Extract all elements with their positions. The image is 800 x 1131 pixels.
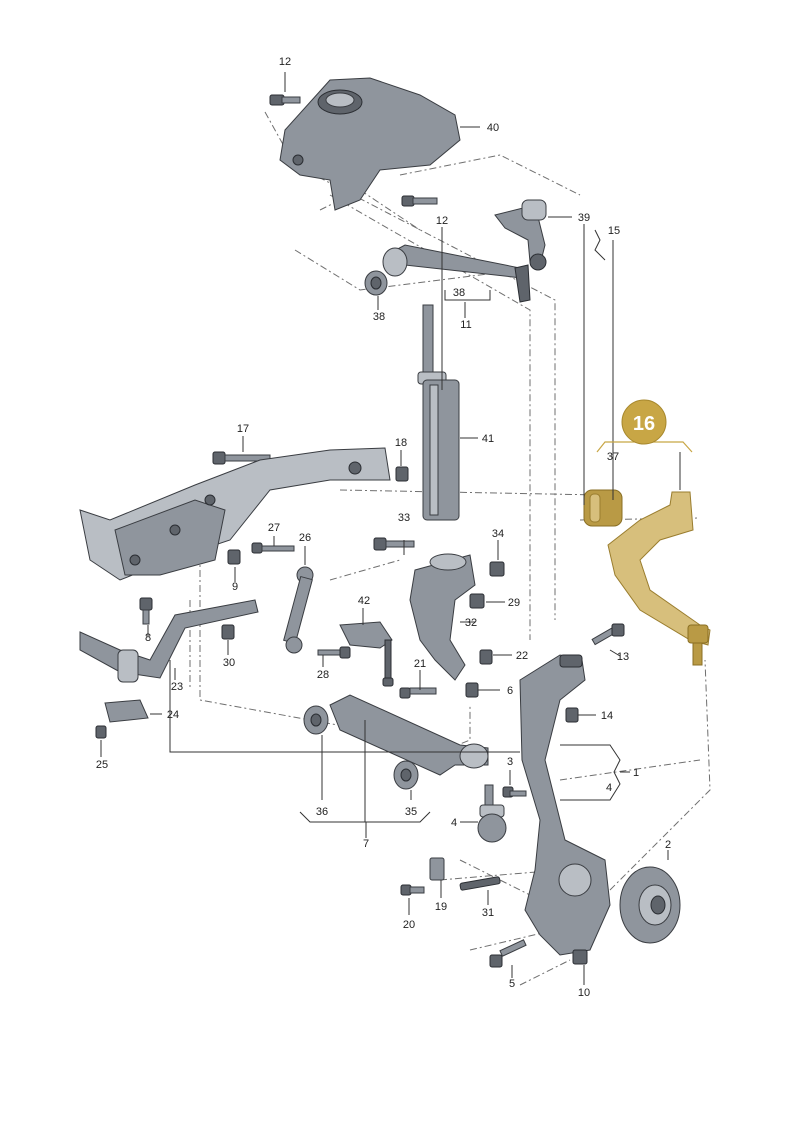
bolt-5 [489,939,527,968]
callout-25: 25 [96,759,108,771]
callout-26: 26 [299,532,311,544]
callout-13: 13 [617,651,629,663]
bolt-20 [400,884,425,896]
callout-37: 37 [607,451,619,463]
callout-19: 19 [435,901,447,913]
nut-14 [565,707,579,723]
nut-18 [395,466,409,482]
callout-15: 15 [608,225,620,237]
callout-8: 8 [145,632,151,644]
callout-12: 12 [436,215,448,227]
nut-6 [465,682,479,698]
wheel-bearing-housing [519,654,611,956]
callout-20: 20 [403,919,415,931]
bushing-25 [95,725,107,739]
callout-18: 18 [395,437,407,449]
callout-35: 35 [405,806,417,818]
callout-42: 42 [358,595,370,607]
nut-30 [221,624,235,640]
bolt-17 [212,451,271,465]
bushing-35 [393,760,419,790]
callout-38: 38 [373,311,385,323]
highlight-badge-16: 16 [621,399,667,445]
nut-9 [227,549,241,565]
stabiliser-bar-23 [79,599,259,683]
leader-lines [100,72,669,985]
fork-32 [409,553,476,681]
bolt-3 [502,786,527,798]
callout-41: 41 [482,433,494,445]
bushing-36 [303,705,329,735]
callout-6: 6 [507,685,513,697]
nut-34 [489,561,505,577]
coupling-rod-26 [283,566,314,654]
bolt-33 [373,537,415,551]
callout-31: 31 [482,907,494,919]
bolt-28 [317,646,351,659]
callout-23: 23 [171,681,183,693]
bolt-21 [399,687,437,699]
callout-38: 38 [453,287,465,299]
nut-22 [479,649,493,665]
callout-27: 27 [268,522,280,534]
wheel-hub-2 [619,866,681,944]
callout-4: 4 [451,817,457,829]
bolt-8 [139,597,153,625]
callout-5: 5 [509,978,515,990]
bolt-13 [591,623,625,646]
callout-labels: 12 40 12 39 15 38 11 38 41 17 18 37 33 2… [96,56,671,999]
callout-33: 33 [398,512,410,524]
subframe [79,447,391,581]
sensor-31 [459,876,501,891]
callout-10: 10 [578,987,590,999]
callout-24: 24 [167,709,179,721]
callout-29: 29 [508,597,520,609]
callout-4: 4 [606,782,612,794]
strut-mount [279,77,461,211]
callout-17: 17 [237,423,249,435]
clamp-24 [104,699,149,723]
callout-12: 12 [279,56,291,68]
callout-30: 30 [223,657,235,669]
ball-joint-4 [477,784,507,843]
callout-36: 36 [316,806,328,818]
callout-14: 14 [601,710,613,722]
callout-9: 9 [232,581,238,593]
callout-28: 28 [317,669,329,681]
callout-3: 3 [507,756,513,768]
lower-arm-7 [329,694,489,776]
bolt-12-mid [401,195,438,207]
callout-39: 39 [578,212,590,224]
upper-control-arm-11 [382,244,531,303]
bushing-38 [364,270,388,296]
callout-34: 34 [492,528,504,540]
bolt-12-top [269,94,301,106]
callout-2: 2 [665,839,671,851]
callout-22: 22 [516,650,528,662]
nut-29 [469,593,485,609]
bracket-19 [429,857,445,881]
bracket-42 [339,621,394,687]
callout-40: 40 [487,122,499,134]
badge-number: 16 [633,413,655,435]
nut-10 [572,949,588,965]
callout-11: 11 [460,319,471,331]
callout-7: 7 [363,838,369,850]
shock-absorber-41 [417,304,460,521]
bolt-27 [251,542,295,554]
callout-32: 32 [465,617,477,629]
upper-link-39 [494,199,547,271]
callout-21: 21 [414,658,426,670]
callout-1: 1 [633,767,639,779]
